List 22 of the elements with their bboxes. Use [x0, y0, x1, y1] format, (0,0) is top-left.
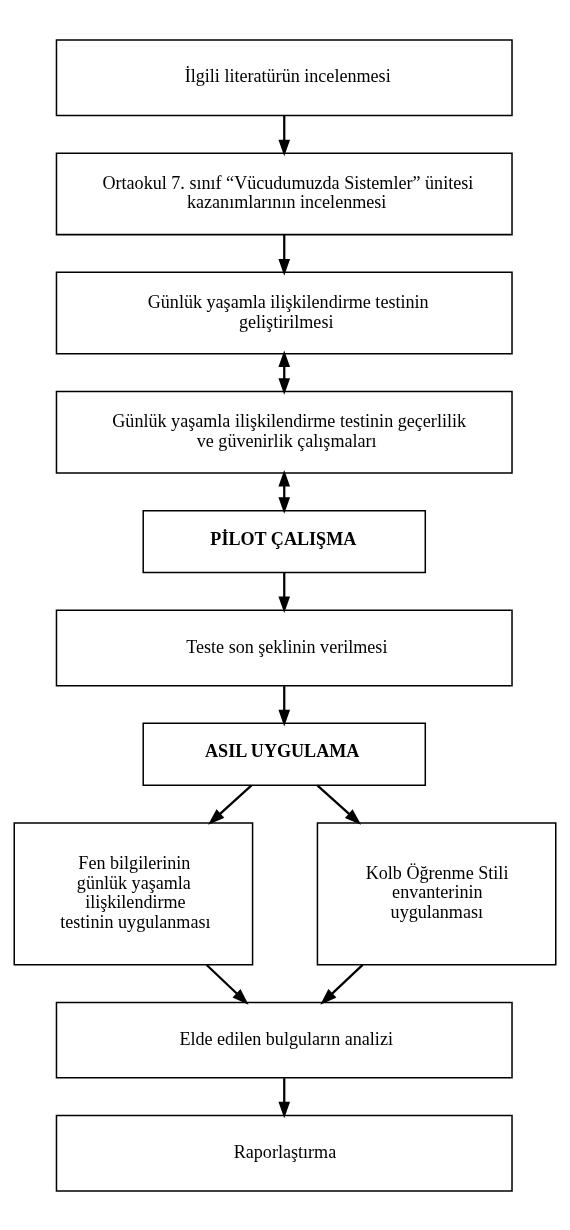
node-box: Teste son şeklinin verilmesi — [55, 608, 513, 686]
arrow — [278, 685, 291, 726]
node-box: PİLOT ÇALIŞMA — [142, 509, 427, 573]
node-box: Elde edilen bulguların analizi — [55, 1001, 513, 1079]
arrow — [278, 572, 291, 613]
node-box: ASIL UYGULAMA — [142, 722, 427, 786]
arrow — [316, 784, 362, 825]
node-box: Günlük yaşamla ilişkilendirme testinin geçerlilik ve güvenirlik çalışmaları — [55, 390, 513, 474]
arrow — [320, 963, 364, 1005]
node-box: Kolb Öğrenme Stili envanterinin uygulanması — [316, 821, 557, 965]
node-box: İlgili literatürün incelenmesi — [55, 38, 513, 116]
arrow — [205, 963, 249, 1005]
node-box: Ortaokul 7. sınıf “Vücudumuzda Sistemler” ünitesi kazanımlarının incelenmesi — [55, 151, 513, 235]
node-box: Fen bilgilerinin günlük yaşamla ilişkilendirme testinin uygulanması — [13, 821, 254, 965]
arrow — [278, 1077, 291, 1118]
node-box: Raporlaştırma — [55, 1114, 513, 1192]
arrow — [278, 469, 291, 514]
arrow — [208, 784, 253, 825]
arrow — [278, 234, 291, 276]
arrow — [278, 349, 291, 395]
node-box: Günlük yaşamla ilişkilendirme testinin geliştirilmesi — [55, 271, 513, 355]
arrow — [278, 115, 291, 156]
